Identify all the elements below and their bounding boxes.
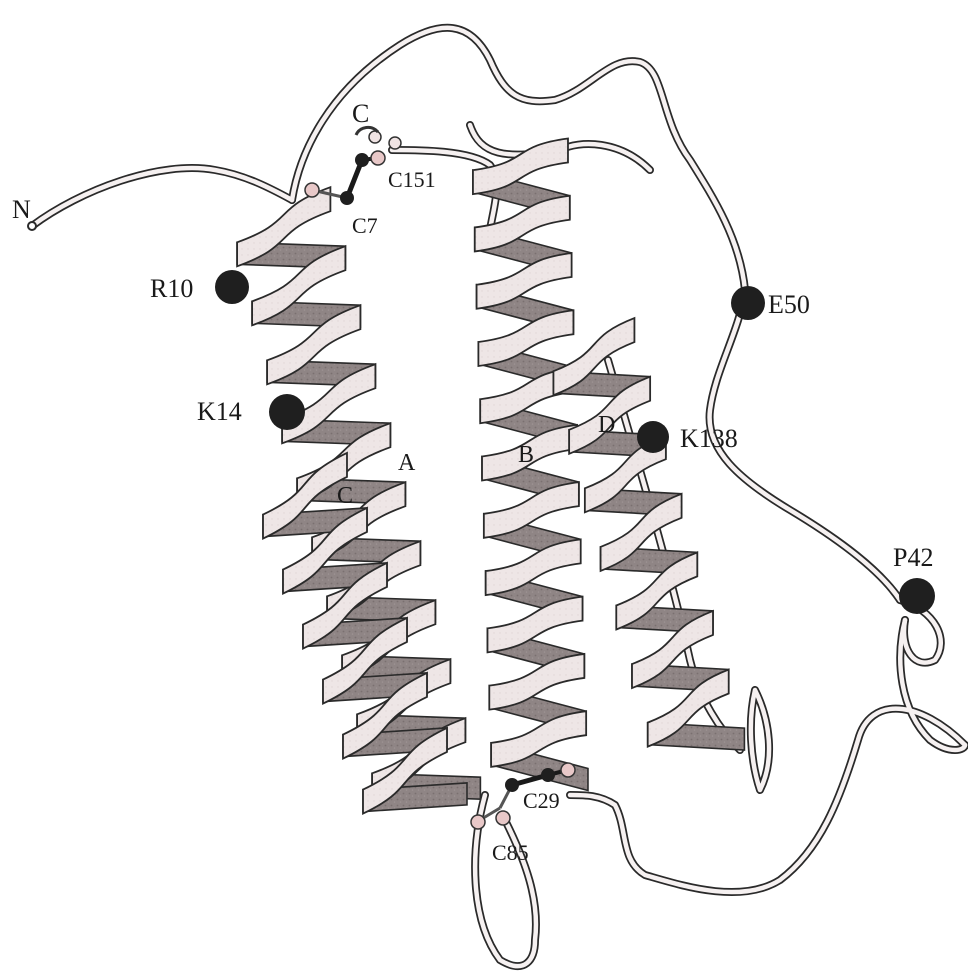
residue-marker-k138	[637, 421, 669, 453]
helix-ribbons	[237, 138, 744, 813]
residue-marker-k14	[269, 394, 305, 430]
residue-label-k14: K14	[197, 397, 242, 426]
helix-a	[237, 187, 480, 799]
residue-marker-e50	[731, 286, 765, 320]
cysteine-label-c7: C7	[352, 213, 378, 238]
residue-label-e50: E50	[768, 290, 810, 319]
residue-marker-p42	[899, 578, 935, 614]
residue-label-p42: P42	[893, 543, 933, 572]
helix-label-a: A	[398, 450, 416, 476]
residue-label-k138: K138	[680, 424, 738, 453]
helix-label-b: B	[518, 442, 534, 468]
n-terminus-label: N	[12, 195, 31, 224]
cysteine-label-c29: C29	[523, 788, 560, 813]
helix-label-c: C	[337, 483, 353, 509]
c-terminus-label: C	[352, 99, 369, 128]
cysteine-label-c151: C151	[388, 167, 436, 192]
residue-label-r10: R10	[150, 274, 193, 303]
residue-marker-r10	[215, 270, 249, 304]
cysteine-label-c85: C85	[492, 840, 529, 865]
helix-label-d: D	[598, 412, 615, 438]
